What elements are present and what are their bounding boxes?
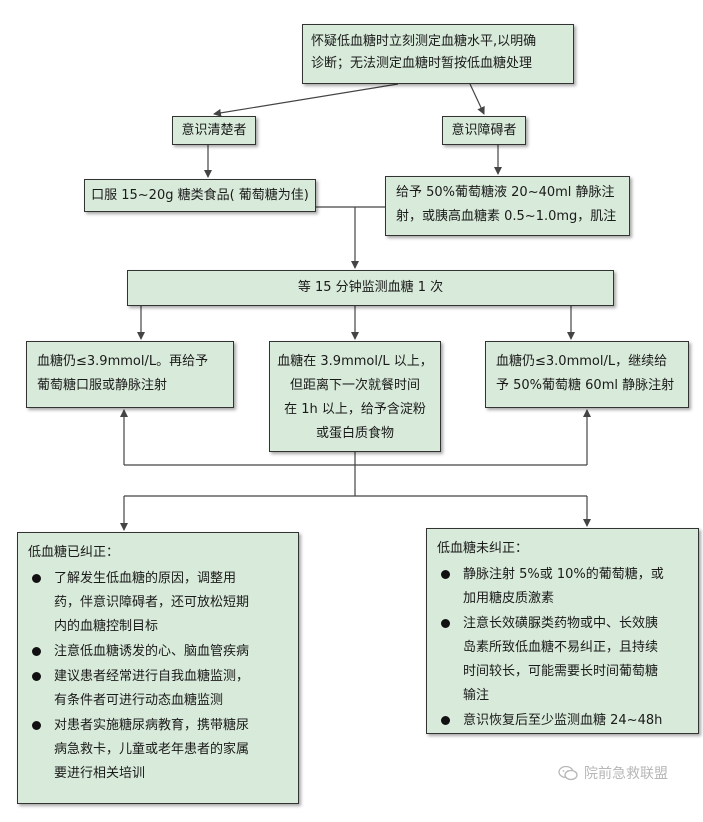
list-item: 注意低血糖诱发的心、脑血管疾病 bbox=[28, 640, 288, 664]
list-item-line: 加用糖皮质激素 bbox=[463, 591, 555, 606]
wait-monitor-box: 等 15 分钟监测血糖 1 次 bbox=[127, 270, 614, 306]
wait-monitor-text: 等 15 分钟监测血糖 1 次 bbox=[297, 280, 444, 295]
conscious-label: 意识清楚者 bbox=[181, 122, 247, 138]
bullet-icon bbox=[441, 619, 450, 628]
bullet-icon bbox=[32, 672, 41, 681]
result-low-line2: 葡萄糖口服或静脉注射 bbox=[37, 378, 168, 393]
iv-glucose-line1: 给予 50%葡萄糖液 20~40ml 静脉注 bbox=[396, 185, 615, 200]
bullet-icon bbox=[441, 716, 450, 725]
list-item-line: 注意低血糖诱发的心、脑血管疾病 bbox=[54, 644, 250, 659]
list-item-line: 岛素所致低血糖不易纠正，且持续 bbox=[463, 640, 659, 655]
iv-glucose-box: 给予 50%葡萄糖液 20~40ml 静脉注 射，或胰高血糖素 0.5~1.0m… bbox=[385, 176, 630, 236]
uncorrected-box: 低血糖未纠正： 静脉注射 5%或 10%的葡萄糖，或 加用糖皮质激素 注意长效磺… bbox=[426, 528, 699, 734]
arrow-top-to-unconscious bbox=[469, 83, 485, 115]
unconscious-box: 意识障碍者 bbox=[442, 116, 526, 145]
result-mid-line2: 但距离下一次就餐时间 bbox=[289, 378, 420, 393]
list-item-line: 意识恢复后至少监测血糖 24~48h bbox=[463, 713, 663, 728]
corrected-box: 低血糖已纠正： 了解发生低血糖的原因，调整用 药，伴意识障碍者，还可放松短期 内… bbox=[17, 532, 299, 804]
list-item-line: 要进行相关培训 bbox=[54, 766, 146, 781]
list-item-line: 静脉注射 5%或 10%的葡萄糖，或 bbox=[463, 567, 664, 582]
uncorrected-title: 低血糖未纠正： bbox=[437, 541, 529, 556]
oral-glucose-text: 口服 15~20g 糖类食品( 葡萄糖为佳) bbox=[91, 187, 309, 203]
result-mid-line4: 或蛋白质食物 bbox=[315, 426, 394, 441]
result-low-box: 血糖仍≤3.9mmol/L。再给予 葡萄糖口服或静脉注射 bbox=[26, 341, 234, 408]
list-item-line: 时间较长，可能需要长时间葡萄糖 bbox=[463, 664, 659, 679]
bullet-icon bbox=[32, 721, 41, 730]
arrow-top-to-conscious bbox=[213, 83, 399, 117]
conscious-box: 意识清楚者 bbox=[172, 116, 256, 145]
bullet-icon bbox=[441, 570, 450, 579]
watermark-text: 院前急救联盟 bbox=[584, 766, 668, 782]
list-item-line: 建议患者经常进行自我血糖监测， bbox=[54, 669, 250, 684]
initial-assessment-line1: 怀疑低血糖时立刻测定血糖水平,以明确 bbox=[311, 34, 537, 49]
initial-assessment-box: 怀疑低血糖时立刻测定血糖水平,以明确 诊断；无法测定血糖时暂按低血糖处理 bbox=[302, 24, 574, 84]
corrected-list: 了解发生低血糖的原因，调整用 药，伴意识障碍者，还可放松短期 内的血糖控制目标 … bbox=[28, 567, 288, 786]
list-item: 静脉注射 5%或 10%的葡萄糖，或 加用糖皮质激素 bbox=[437, 563, 688, 611]
bullet-icon bbox=[32, 647, 41, 656]
bullet-icon bbox=[32, 574, 41, 583]
wechat-icon bbox=[558, 765, 578, 781]
initial-assessment-line2: 诊断；无法测定血糖时暂按低血糖处理 bbox=[311, 56, 533, 71]
list-item-line: 对患者实施糖尿病教育，携带糖尿 bbox=[54, 718, 250, 733]
list-item-line: 病急救卡，儿童或老年患者的家属 bbox=[54, 742, 250, 757]
iv-glucose-line2: 射，或胰高血糖素 0.5~1.0mg，肌注 bbox=[396, 209, 617, 224]
list-item-line: 药，伴意识障碍者，还可放松短期 bbox=[54, 595, 250, 610]
result-low-line1: 血糖仍≤3.9mmol/L。再给予 bbox=[37, 354, 209, 369]
list-item: 建议患者经常进行自我血糖监测， 有条件者可进行动态血糖监测 bbox=[28, 665, 288, 713]
result-very-low-line1: 血糖仍≤3.0mmol/L，继续给 bbox=[496, 354, 668, 369]
list-item: 注意长效磺脲类药物或中、长效胰 岛素所致低血糖不易纠正，且持续 时间较长，可能需… bbox=[437, 612, 688, 708]
watermark: 院前急救联盟 bbox=[558, 761, 698, 785]
list-item-line: 内的血糖控制目标 bbox=[54, 619, 159, 634]
uncorrected-list: 静脉注射 5%或 10%的葡萄糖，或 加用糖皮质激素 注意长效磺脲类药物或中、长… bbox=[437, 563, 688, 733]
list-item: 意识恢复后至少监测血糖 24~48h bbox=[437, 709, 688, 733]
list-item-line: 注意长效磺脲类药物或中、长效胰 bbox=[463, 616, 659, 631]
result-mid-line3: 在 1h 以上，给予含淀粉 bbox=[284, 402, 426, 417]
result-very-low-line2: 予 50%葡萄糖 60ml 静脉注射 bbox=[496, 378, 675, 393]
oral-glucose-box: 口服 15~20g 糖类食品( 葡萄糖为佳) bbox=[84, 179, 316, 212]
result-very-low-box: 血糖仍≤3.0mmol/L，继续给 予 50%葡萄糖 60ml 静脉注射 bbox=[485, 341, 689, 408]
result-mid-box: 血糖在 3.9mmol/L 以上， 但距离下一次就餐时间 在 1h 以上，给予含… bbox=[269, 341, 441, 452]
result-mid-line1: 血糖在 3.9mmol/L 以上， bbox=[277, 354, 433, 369]
list-item-line: 有条件者可进行动态血糖监测 bbox=[54, 693, 224, 708]
unconscious-label: 意识障碍者 bbox=[451, 122, 517, 138]
list-item-line: 输注 bbox=[463, 688, 490, 703]
list-item-line: 了解发生低血糖的原因，调整用 bbox=[54, 571, 237, 586]
list-item: 对患者实施糖尿病教育，携带糖尿 病急救卡，儿童或老年患者的家属 要进行相关培训 bbox=[28, 714, 288, 786]
corrected-title: 低血糖已纠正： bbox=[28, 545, 120, 560]
list-item: 了解发生低血糖的原因，调整用 药，伴意识障碍者，还可放松短期 内的血糖控制目标 bbox=[28, 567, 288, 639]
